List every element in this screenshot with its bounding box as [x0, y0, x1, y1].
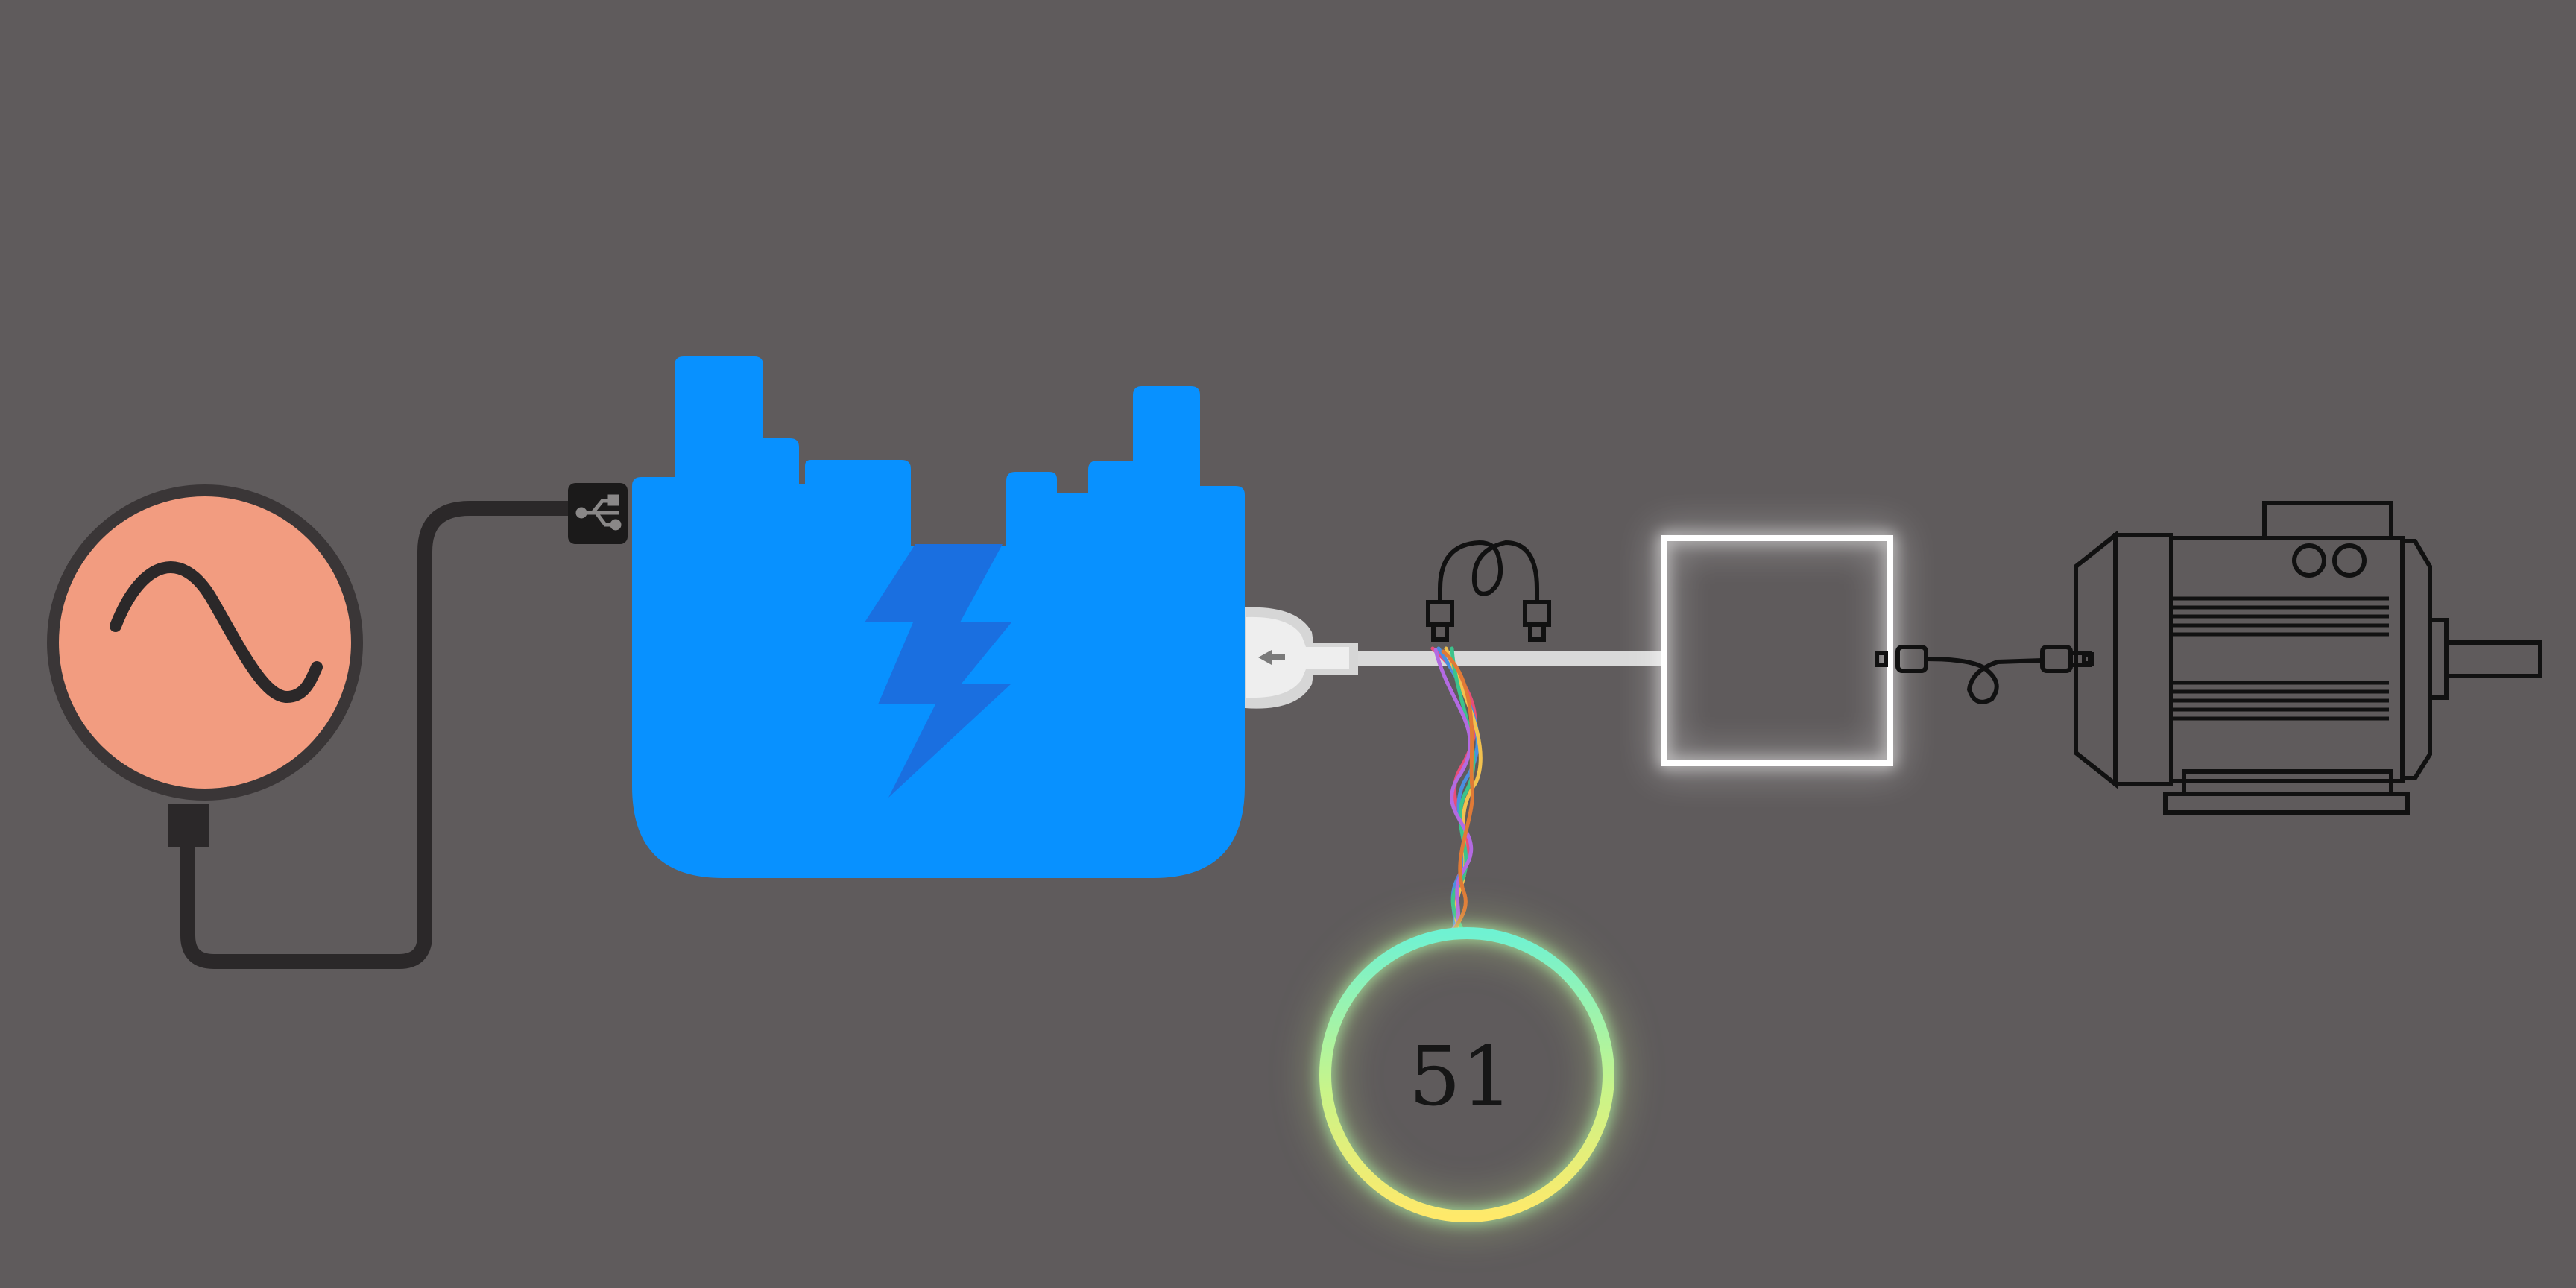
power-plant[interactable] — [632, 356, 1245, 878]
coiled-cable-icon[interactable] — [1426, 540, 1551, 642]
small-plug-left — [1875, 651, 1888, 667]
usb-connector[interactable] — [568, 483, 628, 544]
arrow-left-icon — [1258, 650, 1285, 665]
motor-cable[interactable] — [1875, 645, 2094, 704]
ac-source[interactable] — [47, 484, 363, 847]
ac-source-connector — [168, 804, 209, 847]
counter-ring[interactable]: 51 — [1319, 927, 1614, 1222]
counter-value: 51 — [1409, 1029, 1513, 1124]
wire-bundle — [1430, 646, 1483, 935]
lightning-bolt-icon — [865, 544, 1011, 798]
ac-source-body — [47, 484, 363, 801]
electric-motor-icon[interactable] — [2074, 501, 2542, 815]
plug-cable — [1358, 651, 1664, 666]
usb-icon — [575, 494, 622, 531]
output-plug[interactable] — [1245, 607, 1664, 709]
ac-sine-wave-icon — [110, 561, 323, 704]
counter-ring-outline — [1319, 927, 1614, 1222]
power-cable[interactable] — [180, 501, 589, 969]
empty-slot-box[interactable] — [1661, 535, 1893, 766]
